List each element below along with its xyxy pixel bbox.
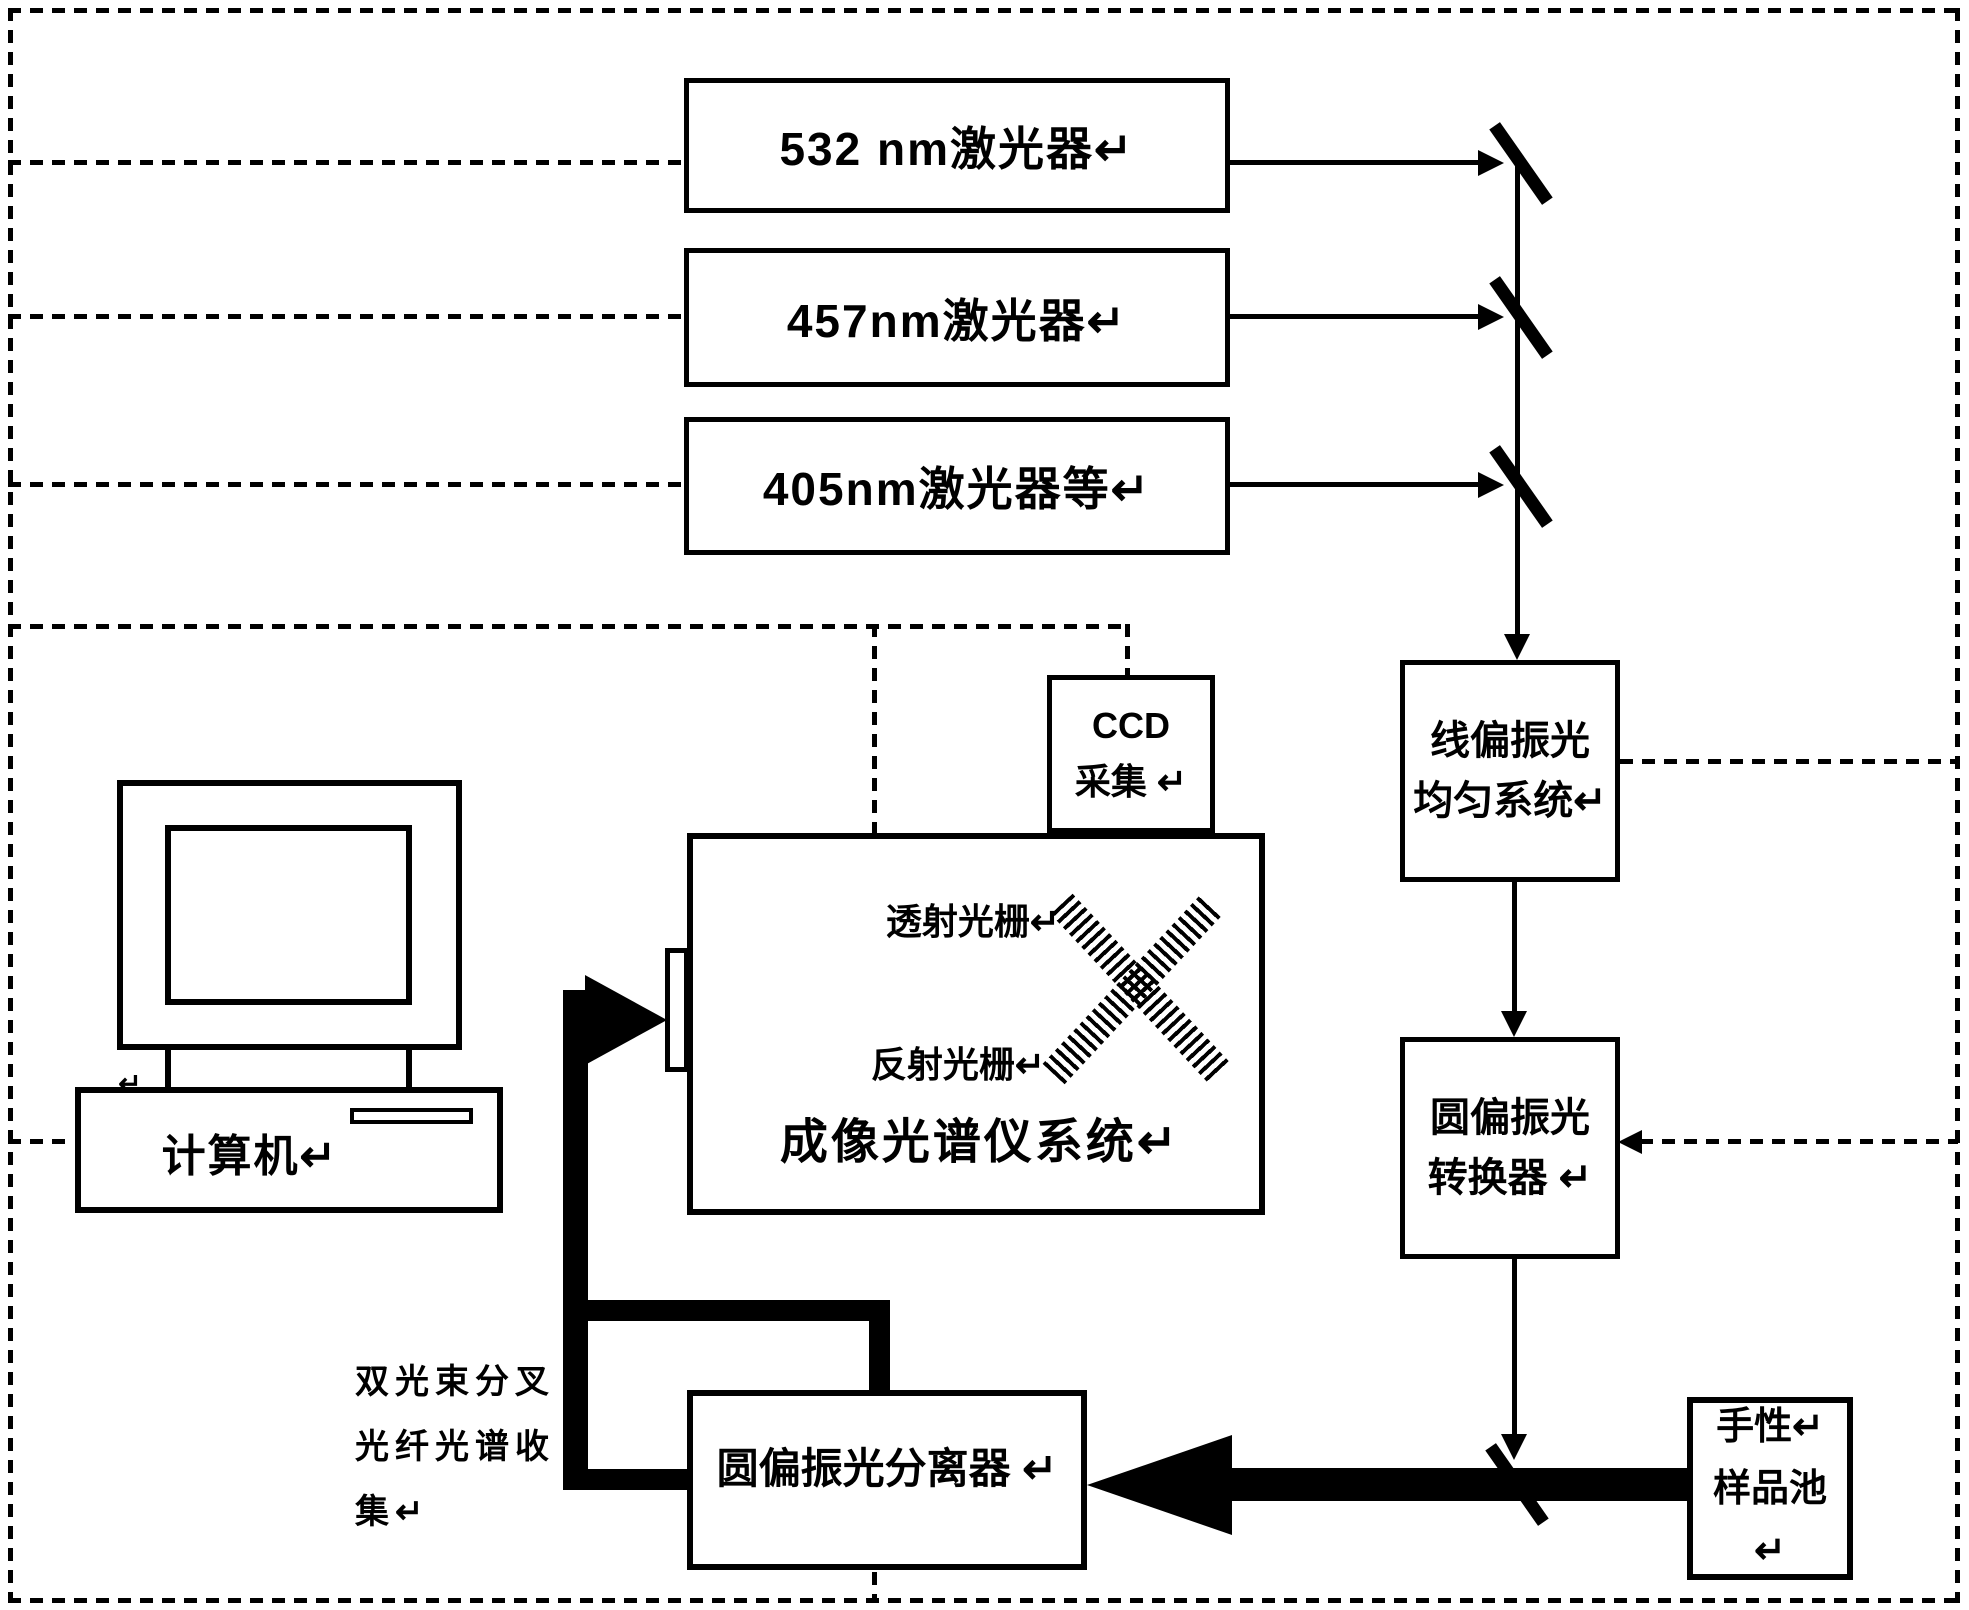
homogenizer-label-line1: 线偏振光: [1430, 719, 1590, 763]
beam-line-homogenizer-to-converter: [1512, 882, 1517, 1012]
fiber-note-line2: 光纤光谱收: [355, 1428, 555, 1466]
circular-polarization-separator-box: 圆偏振光分离器 ↵: [687, 1390, 1087, 1570]
fiber-branch-horizontal: [563, 1300, 890, 1321]
dashed-line-laser3: [8, 482, 684, 487]
laser-box-405nm-label: 405nm激光器等↵: [762, 463, 1152, 515]
circular-polarization-converter-box: 圆偏振光 转换器 ↵: [1400, 1037, 1620, 1259]
linear-polarization-homogenizer-box: 线偏振光 均匀系统↵: [1400, 660, 1620, 882]
ccd-label-line2: 采集 ↵: [1074, 761, 1188, 802]
frame-left-border: [8, 8, 13, 1603]
dashed-drop-under-separator: [872, 1572, 877, 1600]
dashed-line-laser1: [8, 160, 684, 165]
beam-arrowhead-laser1: [1478, 150, 1504, 176]
fiber-note-line3: 集↵: [355, 1493, 430, 1531]
ccd-box: CCD 采集 ↵: [1047, 675, 1215, 833]
laser-box-457nm-label: 457nm激光器↵: [786, 294, 1128, 347]
computer-return-mark: ↵: [118, 1067, 142, 1099]
dashed-line-top-bus: [8, 624, 1130, 629]
fiber-bottom-horizontal: [563, 1469, 689, 1490]
fiber-note-line1: 双光束分叉: [355, 1363, 555, 1401]
fiber-branch-vertical: [869, 1300, 890, 1392]
beam-arrowhead-laser2: [1478, 304, 1504, 330]
dashed-line-laser2: [8, 314, 684, 319]
laser-box-532nm: 532 nm激光器↵: [684, 78, 1230, 213]
laser-box-405nm: 405nm激光器等↵: [684, 417, 1230, 555]
beam-line-laser1: [1230, 160, 1478, 165]
dashed-drop-to-ccd: [1125, 624, 1130, 675]
chiral-cell-label-line2: 样品池 ↵: [1712, 1467, 1827, 1572]
frame-top-border: [8, 8, 1959, 13]
computer-screen: [165, 825, 412, 1005]
fiber-vertical-bar: [563, 990, 588, 1487]
entrance-slit: [665, 948, 689, 1072]
sample-beam-arrowhead-into-separator: [1087, 1435, 1232, 1535]
ccd-label-line1: CCD: [1092, 705, 1170, 746]
laser-box-532nm-label: 532 nm激光器↵: [779, 122, 1135, 175]
computer-neck-right: [406, 1050, 412, 1087]
fiber-note: 双光束分叉 光纤光谱收 集↵: [355, 1350, 565, 1545]
dashed-drop-to-spectrometer: [872, 624, 877, 833]
reflection-grating-label: 反射光栅↵: [870, 1044, 1045, 1085]
computer-slot: [350, 1108, 473, 1124]
beam-arrowhead-laser3: [1478, 472, 1504, 498]
beam-arrowhead-at-mirror4: [1501, 1434, 1527, 1460]
computer-neck-left: [165, 1050, 171, 1087]
chiral-sample-cell-box: 手性↵ 样品池 ↵: [1687, 1397, 1853, 1580]
homogenizer-label-line2: 均匀系统↵: [1413, 779, 1607, 823]
beam-line-converter-to-mirror4: [1512, 1259, 1517, 1434]
spectrometer-label: 成像光谱仪系统↵: [779, 1116, 1181, 1169]
frame-right-border: [1955, 8, 1960, 1603]
dashed-line-computer-left: [8, 1139, 72, 1144]
laser-box-457nm: 457nm激光器↵: [684, 248, 1230, 387]
converter-label-line1: 圆偏振光: [1430, 1096, 1590, 1140]
dashed-line-homogenizer-right: [1620, 759, 1958, 764]
beam-arrowhead-into-converter: [1501, 1011, 1527, 1037]
beam-arrowhead-into-homogenizer: [1504, 634, 1530, 660]
dashed-line-converter-right: [1640, 1139, 1958, 1144]
frame-bottom-border: [8, 1598, 1959, 1603]
transmission-grating-label: 透射光栅↵: [885, 901, 1060, 942]
converter-label-line2: 转换器 ↵: [1427, 1156, 1593, 1200]
fiber-arrowhead-into-slit: [585, 975, 667, 1065]
separator-label: 圆偏振光分离器 ↵: [716, 1444, 1058, 1492]
chiral-cell-label-line1: 手性↵: [1716, 1405, 1824, 1448]
beam-line-vertical-top: [1515, 165, 1520, 635]
beam-line-laser2: [1230, 314, 1478, 319]
beam-line-laser3: [1230, 482, 1478, 487]
computer-label: 计算机↵: [161, 1132, 339, 1181]
sample-beam-bar: [1230, 1468, 1687, 1501]
dashed-arrowhead-into-converter: [1618, 1130, 1642, 1154]
